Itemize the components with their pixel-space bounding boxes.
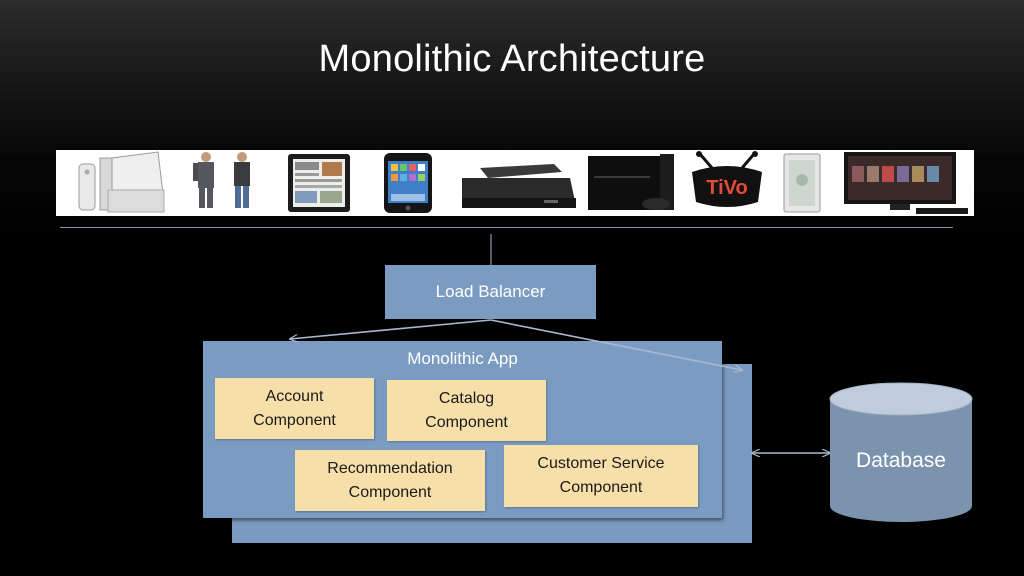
people-icon (193, 152, 250, 208)
database-cylinder (829, 382, 973, 522)
catalog-component-line2: Component (425, 413, 508, 431)
load-balancer-box: Load Balancer (385, 265, 596, 319)
device-strip: TiVo (56, 150, 974, 216)
account-component-line1: Account (265, 387, 324, 405)
recommendation-component-line1: Recommendation (327, 459, 453, 477)
svg-text:TiVo: TiVo (706, 177, 747, 199)
customer-service-component-line1: Customer Service (537, 455, 665, 472)
slide-title: Monolithic Architecture (318, 38, 706, 80)
lb-to-monolith-arrow-right (490, 319, 742, 370)
tivo-logo-icon: TiVo (692, 151, 762, 207)
xbox-console-icon (783, 153, 821, 213)
lb-to-monolith-arrow-left (290, 319, 492, 339)
wii-console-icon (78, 151, 165, 213)
divider-line (60, 227, 953, 228)
database-label: Database (856, 449, 946, 472)
customer-service-component-line2: Component (559, 479, 643, 496)
monolithic-app-label: Monolithic App (407, 349, 518, 368)
game-console-icon (588, 154, 674, 210)
tablet-icon (288, 154, 350, 212)
smart-tv-icon (844, 152, 968, 214)
account-component-line2: Component (253, 411, 336, 429)
catalog-component-line1: Catalog (438, 389, 495, 407)
set-top-box-icon (462, 164, 576, 208)
recommendation-component-line2: Component (348, 483, 432, 501)
smartphone-icon (384, 153, 432, 213)
